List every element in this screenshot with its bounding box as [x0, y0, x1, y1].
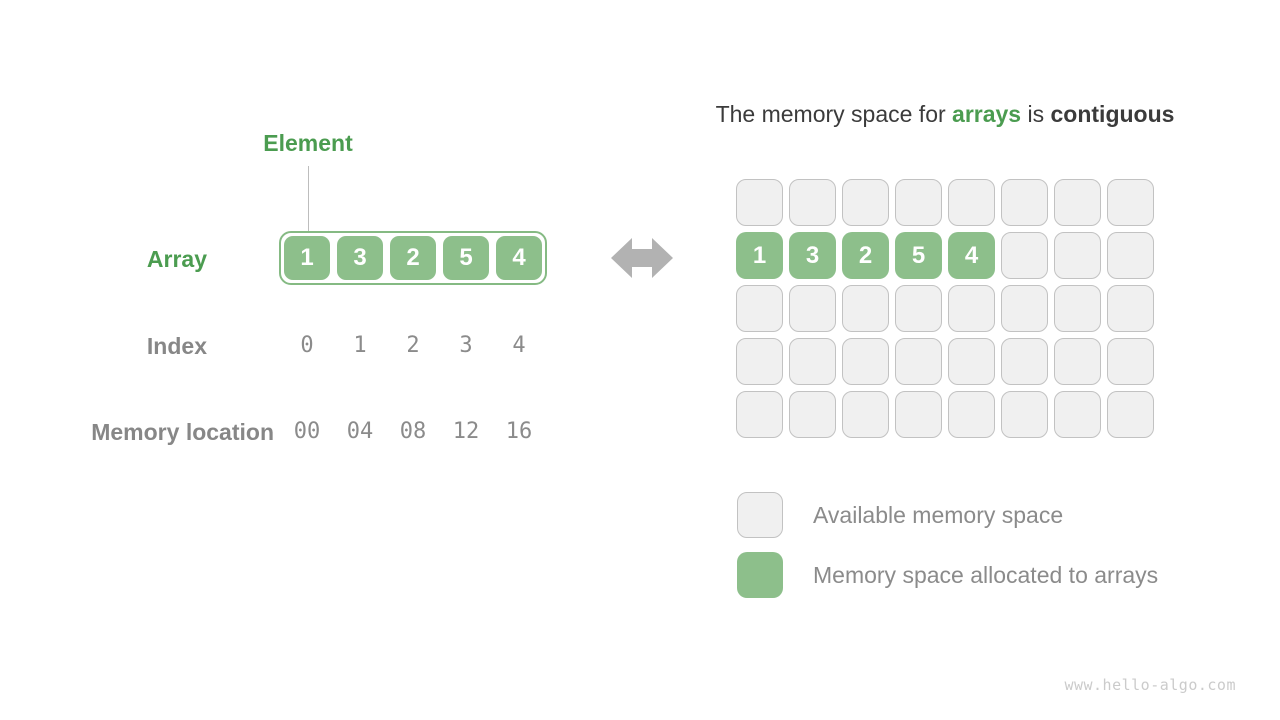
index-value: 4 [512, 333, 526, 358]
available-memory-cell [1107, 285, 1154, 332]
array-element: 4 [496, 236, 542, 280]
legend-item-available: Available memory space [737, 492, 1158, 538]
available-memory-cell [1001, 179, 1048, 226]
available-memory-cell [1107, 338, 1154, 385]
allocated-memory-cell: 4 [948, 232, 995, 279]
available-memory-cell [1054, 391, 1101, 438]
element-connector-line [308, 166, 309, 231]
legend-label: Memory space allocated to arrays [813, 561, 1159, 588]
memory-location-label: Memory location [91, 419, 274, 445]
allocated-memory-cell: 2 [842, 232, 889, 279]
legend-item-allocated: Memory space allocated to arrays [737, 552, 1158, 598]
available-memory-cell [1107, 391, 1154, 438]
available-memory-cell [895, 391, 942, 438]
available-memory-cell [842, 285, 889, 332]
available-memory-cell [1054, 232, 1101, 279]
allocated-memory-swatch [737, 552, 783, 598]
available-memory-cell [1001, 338, 1048, 385]
watermark: www.hello-algo.com [1064, 676, 1236, 694]
allocated-memory-cell: 5 [895, 232, 942, 279]
available-memory-cell [1054, 179, 1101, 226]
available-memory-cell [789, 338, 836, 385]
memory-title: The memory space for arrays is contiguou… [620, 101, 1270, 128]
available-memory-cell [736, 391, 783, 438]
available-memory-cell [1054, 285, 1101, 332]
array-element: 1 [284, 236, 330, 280]
title-middle: is [1021, 101, 1051, 127]
index-label: Index [146, 333, 207, 359]
array-element: 2 [390, 236, 436, 280]
available-memory-cell [895, 285, 942, 332]
allocated-memory-cell: 3 [789, 232, 836, 279]
array-label: Array [146, 246, 207, 272]
available-memory-cell [895, 179, 942, 226]
available-memory-cell [895, 338, 942, 385]
available-memory-cell [842, 391, 889, 438]
available-memory-cell [736, 179, 783, 226]
available-memory-cell [1107, 179, 1154, 226]
index-value: 3 [459, 333, 473, 358]
title-arrays-highlight: arrays [952, 101, 1022, 127]
title-contiguous-bold: contiguous [1050, 101, 1175, 127]
available-memory-cell [948, 179, 995, 226]
allocated-memory-cell: 1 [736, 232, 783, 279]
legend-label: Available memory space [813, 501, 1064, 528]
available-memory-swatch [737, 492, 783, 538]
index-value: 2 [406, 333, 420, 358]
memory-location-row: 00 04 08 12 16 [284, 419, 542, 444]
available-memory-cell [948, 285, 995, 332]
available-memory-cell [1001, 391, 1048, 438]
available-memory-cell [948, 338, 995, 385]
index-value: 0 [300, 333, 314, 358]
index-value: 1 [353, 333, 367, 358]
available-memory-cell [948, 391, 995, 438]
available-memory-cell [1001, 232, 1048, 279]
available-memory-cell [736, 338, 783, 385]
memory-location-value: 00 [293, 419, 321, 444]
array-element: 5 [443, 236, 489, 280]
available-memory-cell [1107, 232, 1154, 279]
available-memory-cell [842, 179, 889, 226]
available-memory-cell [736, 285, 783, 332]
available-memory-cell [1001, 285, 1048, 332]
index-row: 0 1 2 3 4 [284, 333, 542, 358]
memory-location-value: 04 [346, 419, 374, 444]
memory-location-value: 16 [505, 419, 533, 444]
memory-location-value: 08 [399, 419, 427, 444]
array-element: 3 [337, 236, 383, 280]
double-arrow-icon [611, 237, 673, 279]
available-memory-cell [789, 391, 836, 438]
available-memory-cell [789, 179, 836, 226]
available-memory-cell [1054, 338, 1101, 385]
available-memory-cell [842, 338, 889, 385]
memory-location-value: 12 [452, 419, 480, 444]
title-prefix: The memory space for [715, 101, 953, 127]
element-label: Element [263, 130, 353, 156]
available-memory-cell [789, 285, 836, 332]
